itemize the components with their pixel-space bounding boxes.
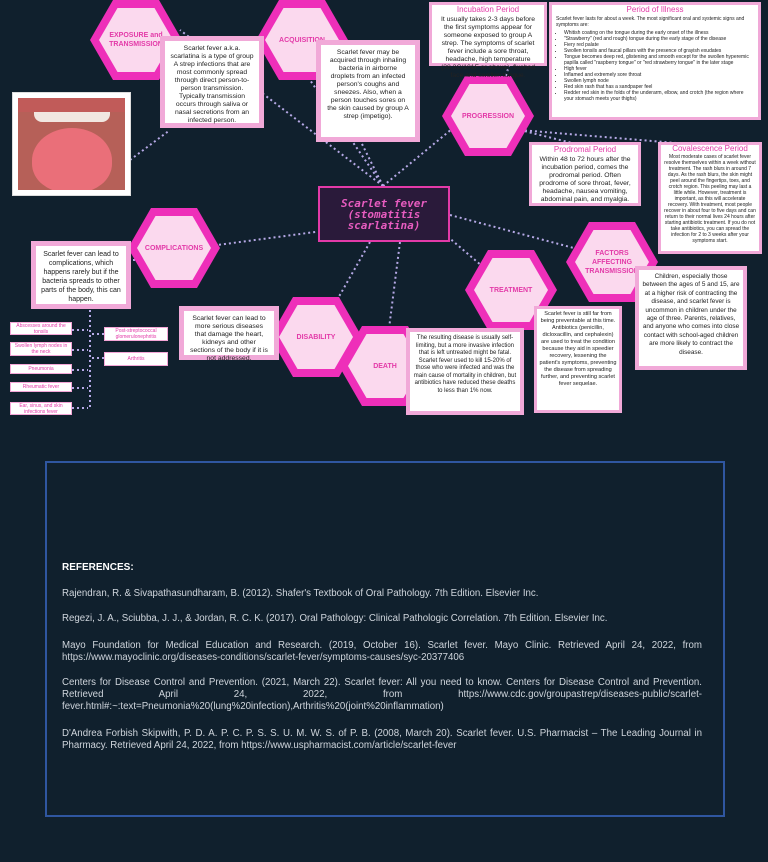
complication-item: Rheumatic fever [10,382,72,392]
illness-inner: Period of Illness Scarlet fever lasts fo… [552,5,758,117]
disability-text: Scarlet fever can lead to more serious d… [184,311,274,362]
symptom-item: Swollen tonsils and faucal pillars with … [564,48,754,54]
central-topic: Scarlet fever (stomatitis scarlatina) [318,186,450,242]
factors-text: Children, especially those between the a… [639,270,743,366]
complication-item: Pneumonia [10,364,72,374]
reference-item: Mayo Foundation for Medical Education an… [62,640,702,663]
node-progression: PROGRESSION [442,76,534,156]
convalescence-text: Most moderate cases of scarlet fever res… [664,154,756,244]
illness-box: Period of Illness Scarlet fever lasts fo… [549,2,761,120]
exposure-text: Scarlet fever a.k.a. scarlatina is a typ… [165,41,259,124]
prodromal-text: Within 48 to 72 hours after the incubati… [539,156,631,203]
convalescence-title: Covalescence Period [672,144,748,153]
reference-item: Centers for Disease Control and Preventi… [62,677,702,712]
symptom-item: Swollen lymph node [564,78,754,84]
illness-intro: Scarlet fever lasts for about a week. Th… [556,16,745,28]
complications-box: Scarlet fever can lead to complications,… [31,241,131,309]
complication-item: Post-streptococcal glomerulonephritis [104,327,168,341]
symptom-item: Red skin rash that has a sandpaper feel [564,84,754,90]
convalescence-box: Covalescence Period Most moderate cases … [658,142,762,254]
tongue-photo [12,92,131,196]
symptom-item: High fever [564,66,754,72]
complication-item: Arthritis [104,352,168,366]
reference-item: D'Andrea Forbish Skipwith, P. D. A. P. C… [62,728,702,751]
central-topic-label: Scarlet fever (stomatitis scarlatina) [340,196,428,232]
complication-item: Swollen lymph nodes in the neck [10,342,72,356]
symptom-item: "Strawberry" (red and rough) tongue duri… [564,36,754,42]
complication-item: Abscesses around the tonsils [10,322,72,335]
exposure-box: Scarlet fever a.k.a. scarlatina is a typ… [160,36,264,128]
complications-text: Scarlet fever can lead to complications,… [36,246,126,304]
node-complications: COMPLICATIONS [128,208,220,288]
incubation-text: It usually takes 2-3 days before the fir… [440,16,536,79]
references-heading: REFERENCES: [62,562,134,573]
incubation-title: Incubation Period [456,5,520,14]
disability-box: Scarlet fever can lead to more serious d… [179,306,279,362]
prodromal-inner: Prodromal Period Within 48 to 72 hours a… [532,145,638,203]
prodromal-box: Prodromal Period Within 48 to 72 hours a… [529,142,641,206]
acquisition-box: Scarlet fever may be acquired through in… [316,40,420,142]
acquisition-text: Scarlet fever may be acquired through in… [321,45,415,137]
prodromal-title: Prodromal Period [553,145,617,154]
symptom-item: Redder red skin in the folds of the unde… [564,90,754,102]
symptom-item: Fiery red palate [564,42,754,48]
references-panel: REFERENCES: Rajendran, R. & Sivapathasun… [45,461,725,817]
symptom-item: Tongue becomes deep red, glistening and … [564,54,754,66]
convalescence-inner: Covalescence Period Most moderate cases … [661,145,759,251]
death-box: The resulting disease is usually self-li… [406,328,524,415]
death-text: The resulting disease is usually self-li… [410,332,520,411]
reference-item: Rajendran, R. & Sivapathasundharam, B. (… [62,588,539,599]
illness-list: Whitish coating on the tongue during the… [564,30,754,102]
symptom-item: Inflamed and extremely sore throat [564,72,754,78]
incubation-box: Incubation Period It usually takes 2-3 d… [429,2,547,79]
illness-title: Period of Illness [626,5,684,14]
node-disability-label: DISABILITY [279,305,353,369]
symptom-item: Whitish coating on the tongue during the… [564,30,754,36]
factors-box: Children, especially those between the a… [635,266,747,370]
reference-item: Regezi, J. A., Sciubba, J. J., & Jordan,… [62,613,608,624]
treatment-box: Scarlet fever is still far from being pr… [534,306,622,413]
complication-item: Ear, sinus, and skin infections fever [10,402,72,415]
incubation-inner: Incubation Period It usually takes 2-3 d… [432,5,544,79]
treatment-text: Scarlet fever is still far from being pr… [537,309,619,410]
